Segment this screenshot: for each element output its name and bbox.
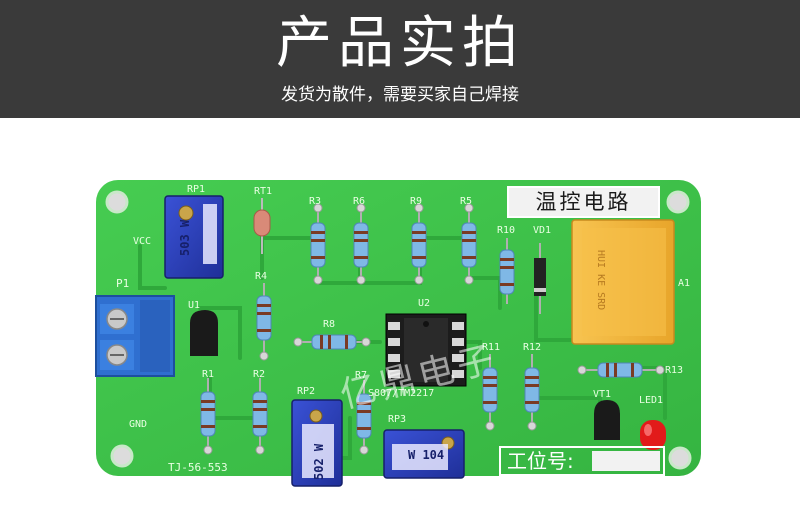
board-title: 温控电路 (507, 186, 660, 218)
label-r12: R12 (523, 342, 542, 353)
resistor-r6 (353, 222, 369, 268)
solder-pads (203, 203, 665, 455)
label-r2: R2 (253, 369, 266, 380)
label-r1: R1 (202, 369, 215, 380)
chip-text: S807/TM2217 (368, 388, 435, 399)
resistor-bands (201, 231, 539, 430)
label-r6: R6 (353, 196, 366, 207)
banner-subtitle: 发货为散件，需要买家自己焊接 (281, 85, 519, 105)
label-u1: U1 (188, 300, 201, 311)
pot-rp3-marking: W 104 (408, 448, 445, 462)
resistor-r10 (499, 249, 515, 295)
work-number-blank (592, 451, 660, 471)
board-model: TJ-56-553 (168, 461, 228, 474)
resistor-r8 (311, 334, 357, 350)
label-r9: R9 (410, 196, 423, 207)
pot-rp1-marking: 503 W (178, 219, 192, 256)
label-r10: R10 (497, 225, 516, 236)
resistor-r9 (411, 222, 427, 268)
label-rp1: RP1 (187, 184, 206, 195)
diode-vd1 (534, 258, 546, 296)
label-p1: P1 (116, 277, 130, 290)
resistor-r3 (310, 222, 326, 268)
label-rp2: RP2 (297, 386, 316, 397)
label-vd1: VD1 (533, 225, 552, 236)
work-number-label: 工位号: (507, 449, 574, 473)
mount-hole (668, 446, 692, 470)
resistor-r12 (524, 367, 540, 413)
pcb-illustration (95, 180, 701, 487)
header-banner: 产品实拍 发货为散件，需要买家自己焊接 (0, 0, 800, 118)
label-a1: A1 (678, 278, 691, 289)
label-vcc: VCC (133, 236, 152, 247)
label-r7: R7 (355, 370, 368, 381)
pot-rp2-marking: 502 W (312, 443, 326, 480)
mount-hole (666, 190, 690, 214)
banner-title: 产品实拍 (276, 11, 524, 76)
product-photo (0, 118, 800, 516)
relay-marking: HUI KE SRD (595, 250, 606, 311)
label-r13: R13 (665, 365, 684, 376)
label-rt1: RT1 (254, 186, 273, 197)
label-u2: U2 (418, 298, 431, 309)
label-r8: R8 (323, 319, 336, 330)
label-led1: LED1 (639, 395, 664, 406)
label-rp3: RP3 (388, 414, 407, 425)
label-r3: R3 (309, 196, 322, 207)
label-r11: R11 (482, 342, 501, 353)
resistor-r2 (252, 391, 268, 437)
sensor-u1 (190, 310, 218, 356)
label-r4: R4 (255, 271, 268, 282)
mount-hole (110, 444, 134, 468)
resistor-r13 (597, 362, 643, 378)
label-r5: R5 (460, 196, 473, 207)
resistor-r5 (461, 222, 477, 268)
resistor-r4 (256, 295, 272, 341)
label-gnd: GND (129, 419, 148, 430)
resistor-r1 (200, 391, 216, 437)
label-vt1: VT1 (593, 389, 612, 400)
mount-hole (105, 190, 129, 214)
transistor-vt1 (594, 400, 620, 440)
work-number-box: 工位号: (499, 446, 665, 476)
thermistor-rt1 (253, 209, 271, 237)
